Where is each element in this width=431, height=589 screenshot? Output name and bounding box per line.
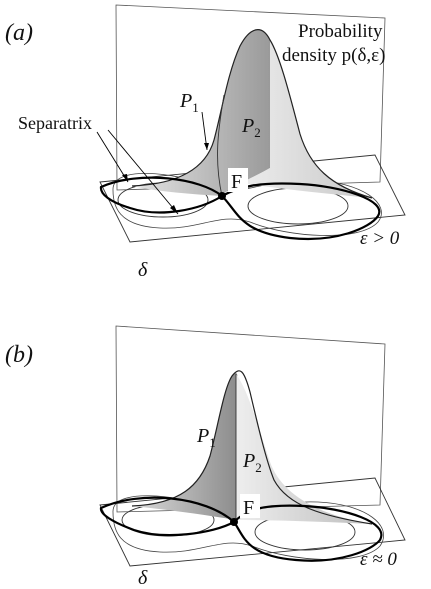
separatrix-label: Separatrix [18,113,92,133]
density-peak-outline-a [131,29,373,199]
separatrix-arrowhead-1-a [122,174,128,182]
separatrix-arrow-2-a [107,129,179,215]
vertical-plane-a [115,4,386,191]
density-peak-left-a [132,29,270,196]
density-label-line2: density p(δ,ε) [282,45,385,66]
separatrix-arrow-1-a [96,131,129,183]
fixed-point-label-bg-b [240,494,260,518]
delta-axis-label-b: δ [138,567,148,589]
density-peak-outline-b [131,370,373,525]
density-peak-right-b [236,374,372,524]
peak-divider-a [217,94,225,197]
density-peak-right-a [222,40,372,198]
fixed-point-a [218,192,226,200]
p1-arrowhead-a [204,143,209,150]
fixed-point-label-a: F [231,171,242,193]
panel-tag-a: (a) [5,20,33,46]
density-label-line1: Probability [298,21,383,42]
fixed-point-label-bg-a [228,168,248,192]
fixed-point-b [230,518,238,526]
p1-label-b: P1 [196,425,216,450]
epsilon-label-b: ε ≈ 0 [360,549,397,570]
delta-axis-label-a: δ [138,259,148,281]
p1-label-a: P1 [179,90,199,115]
panel-a: F (a) Probability density p(δ,ε) Separat… [5,4,406,281]
fixed-point-label-b: F [243,497,254,519]
panel-tag-b: (b) [5,342,33,368]
vertical-plane-b [115,325,386,513]
epsilon-label-a: ε > 0 [360,228,400,249]
p2-label-b: P2 [242,450,262,475]
density-peak-left-b [132,372,238,520]
panel-b: F (b) P1 P2 δ ε ≈ 0 [5,325,406,589]
separatrix-arrowhead-2-a [170,205,178,214]
p2-label-a: P2 [241,115,261,140]
